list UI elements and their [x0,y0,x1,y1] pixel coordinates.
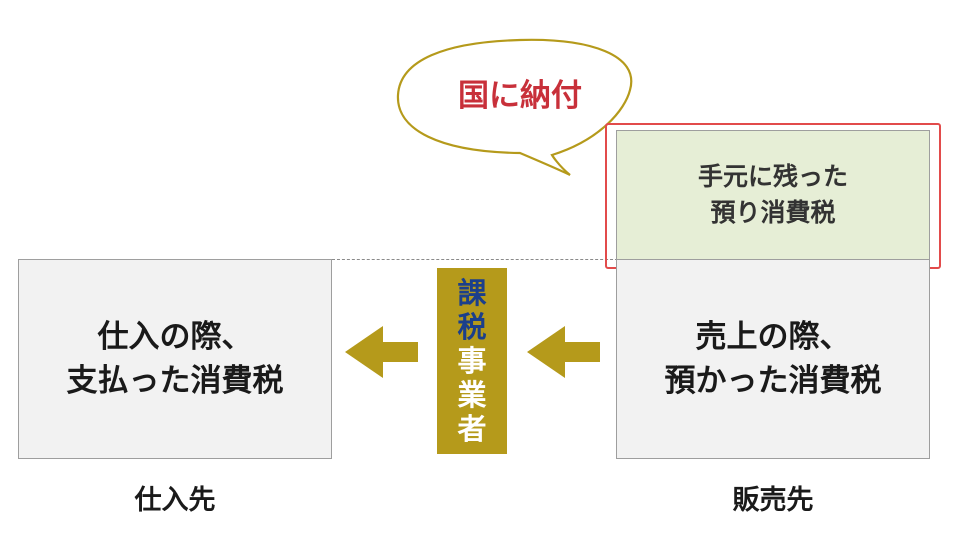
sales-tax-box: 売上の際、 預かった消費税 [616,259,930,459]
customer-label: 販売先 [732,485,814,516]
sales-box-line1: 売上の際、 [695,319,851,355]
taxable-char: 税 [457,310,487,344]
divider-dashed-line [332,259,618,260]
speech-bubble-text: 国に納付 [458,78,582,114]
purchase-box-line1: 仕入の際、 [97,319,253,355]
arrow-left-icon [527,326,600,378]
sales-box-line2: 預かった消費税 [664,363,882,399]
highlight-frame [605,123,941,269]
supplier-label: 仕入先 [134,485,216,516]
retained-box-line1: 手元に残った [697,162,848,191]
purchase-box-line2: 支払った消費税 [66,363,284,399]
retained-box-line2: 預り消費税 [710,198,836,227]
arrow-left-icon [345,326,418,378]
taxable-char: 課 [457,276,487,310]
retained-consumption-tax-box: 手元に残った 預り消費税 [616,130,930,260]
taxable-char: 業 [457,378,487,412]
speech-bubble [396,38,633,176]
taxable-business-bar: 課 税 事 業 者 [437,268,507,454]
purchase-tax-box: 仕入の際、 支払った消費税 [18,259,332,459]
taxable-char: 事 [457,344,487,378]
taxable-char: 者 [457,412,487,446]
